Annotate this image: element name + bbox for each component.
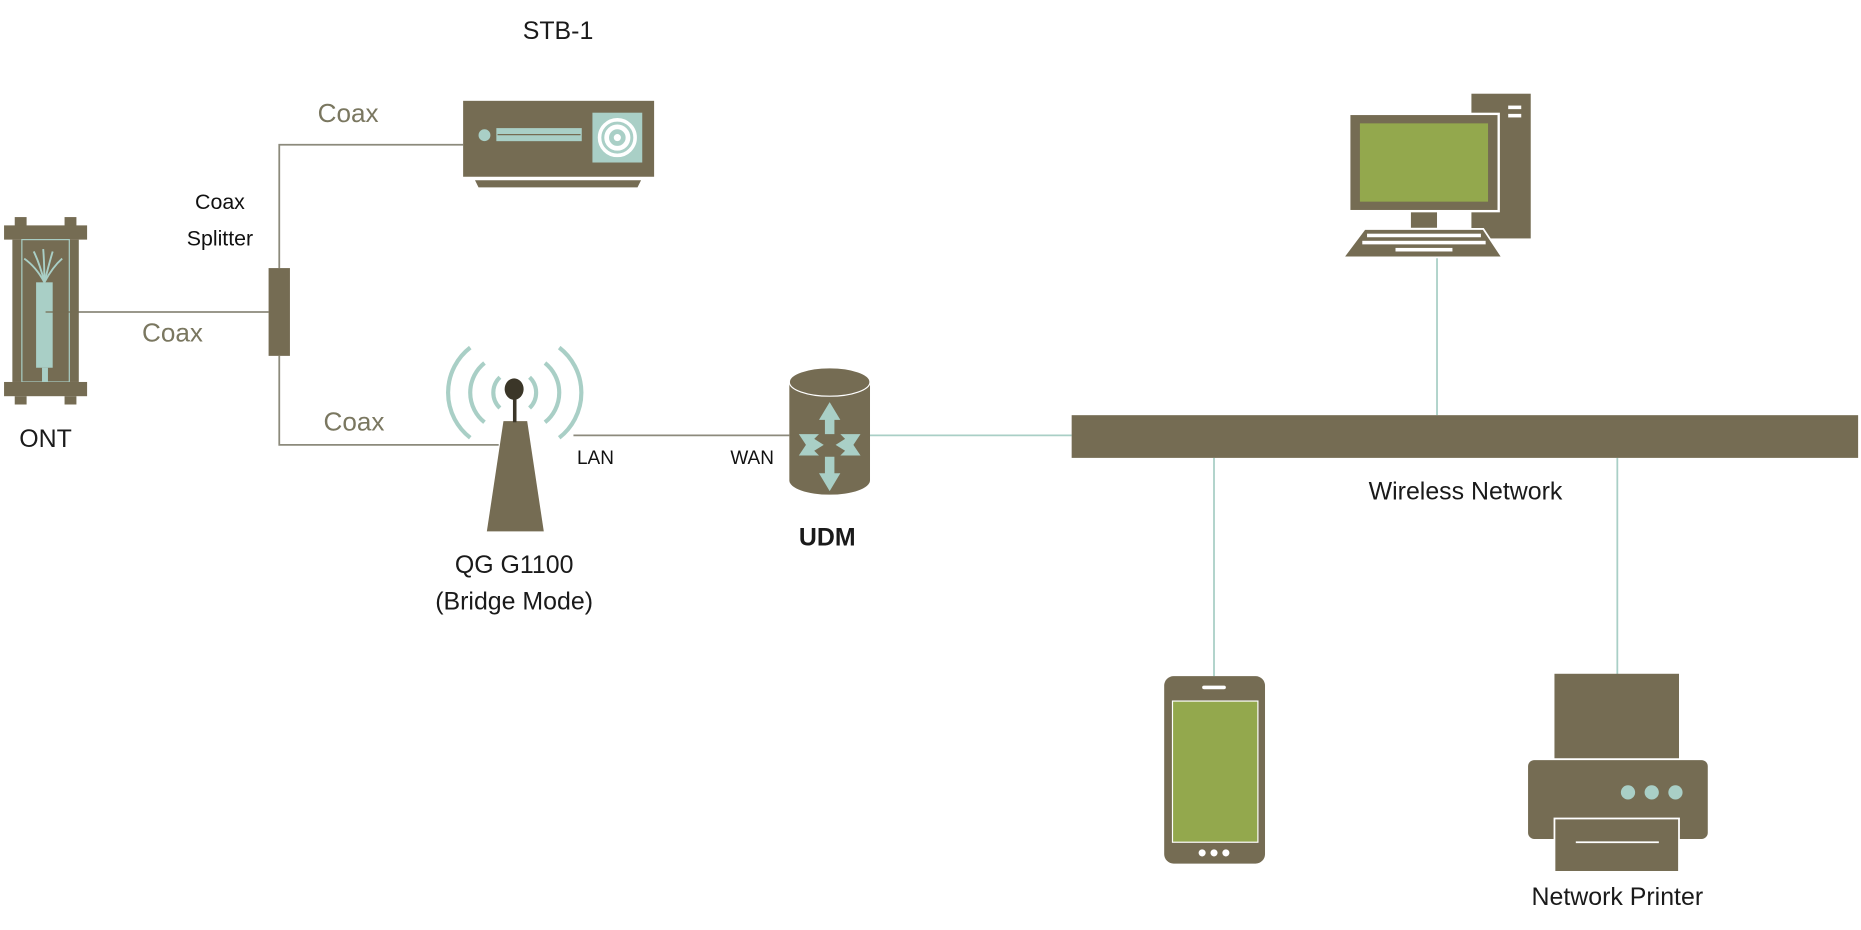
smartphone-icon [1164, 676, 1266, 864]
gateway-label-line2: (Bridge Mode) [435, 588, 593, 616]
gateway-label-line1: QG G1100 [455, 551, 574, 579]
printer-icon [1526, 673, 1710, 873]
splitter-label-line2: Splitter [187, 227, 253, 251]
router-icon [788, 367, 871, 495]
splitter-label-line1: Coax [195, 190, 245, 214]
network-label: Wireless Network [1369, 477, 1563, 505]
ont-label: ONT [19, 425, 72, 453]
desktop-computer-icon [1341, 93, 1531, 259]
udm-port-label: WAN [730, 448, 774, 469]
printer-label: Network Printer [1532, 883, 1704, 911]
gateway-port-label: LAN [577, 448, 614, 469]
splitter-icon [268, 268, 290, 356]
set-top-box-icon [463, 100, 655, 188]
wireless-antenna-icon [446, 345, 584, 532]
cable-label-ont-splitter: Coax [142, 318, 203, 348]
cable-splitter-gateway [278, 355, 499, 446]
fiber-ont-icon [4, 217, 88, 405]
ethernet-links [868, 255, 1619, 677]
cable-label-splitter-stb: Coax [318, 98, 379, 128]
cable-label-splitter-gateway: Coax [324, 407, 385, 437]
wireless-network-bar [1071, 415, 1859, 458]
coax-cables [45, 143, 790, 446]
udm-label: UDM [799, 524, 856, 552]
stb-label: STB-1 [523, 17, 594, 45]
cable-splitter-stb [278, 143, 464, 269]
